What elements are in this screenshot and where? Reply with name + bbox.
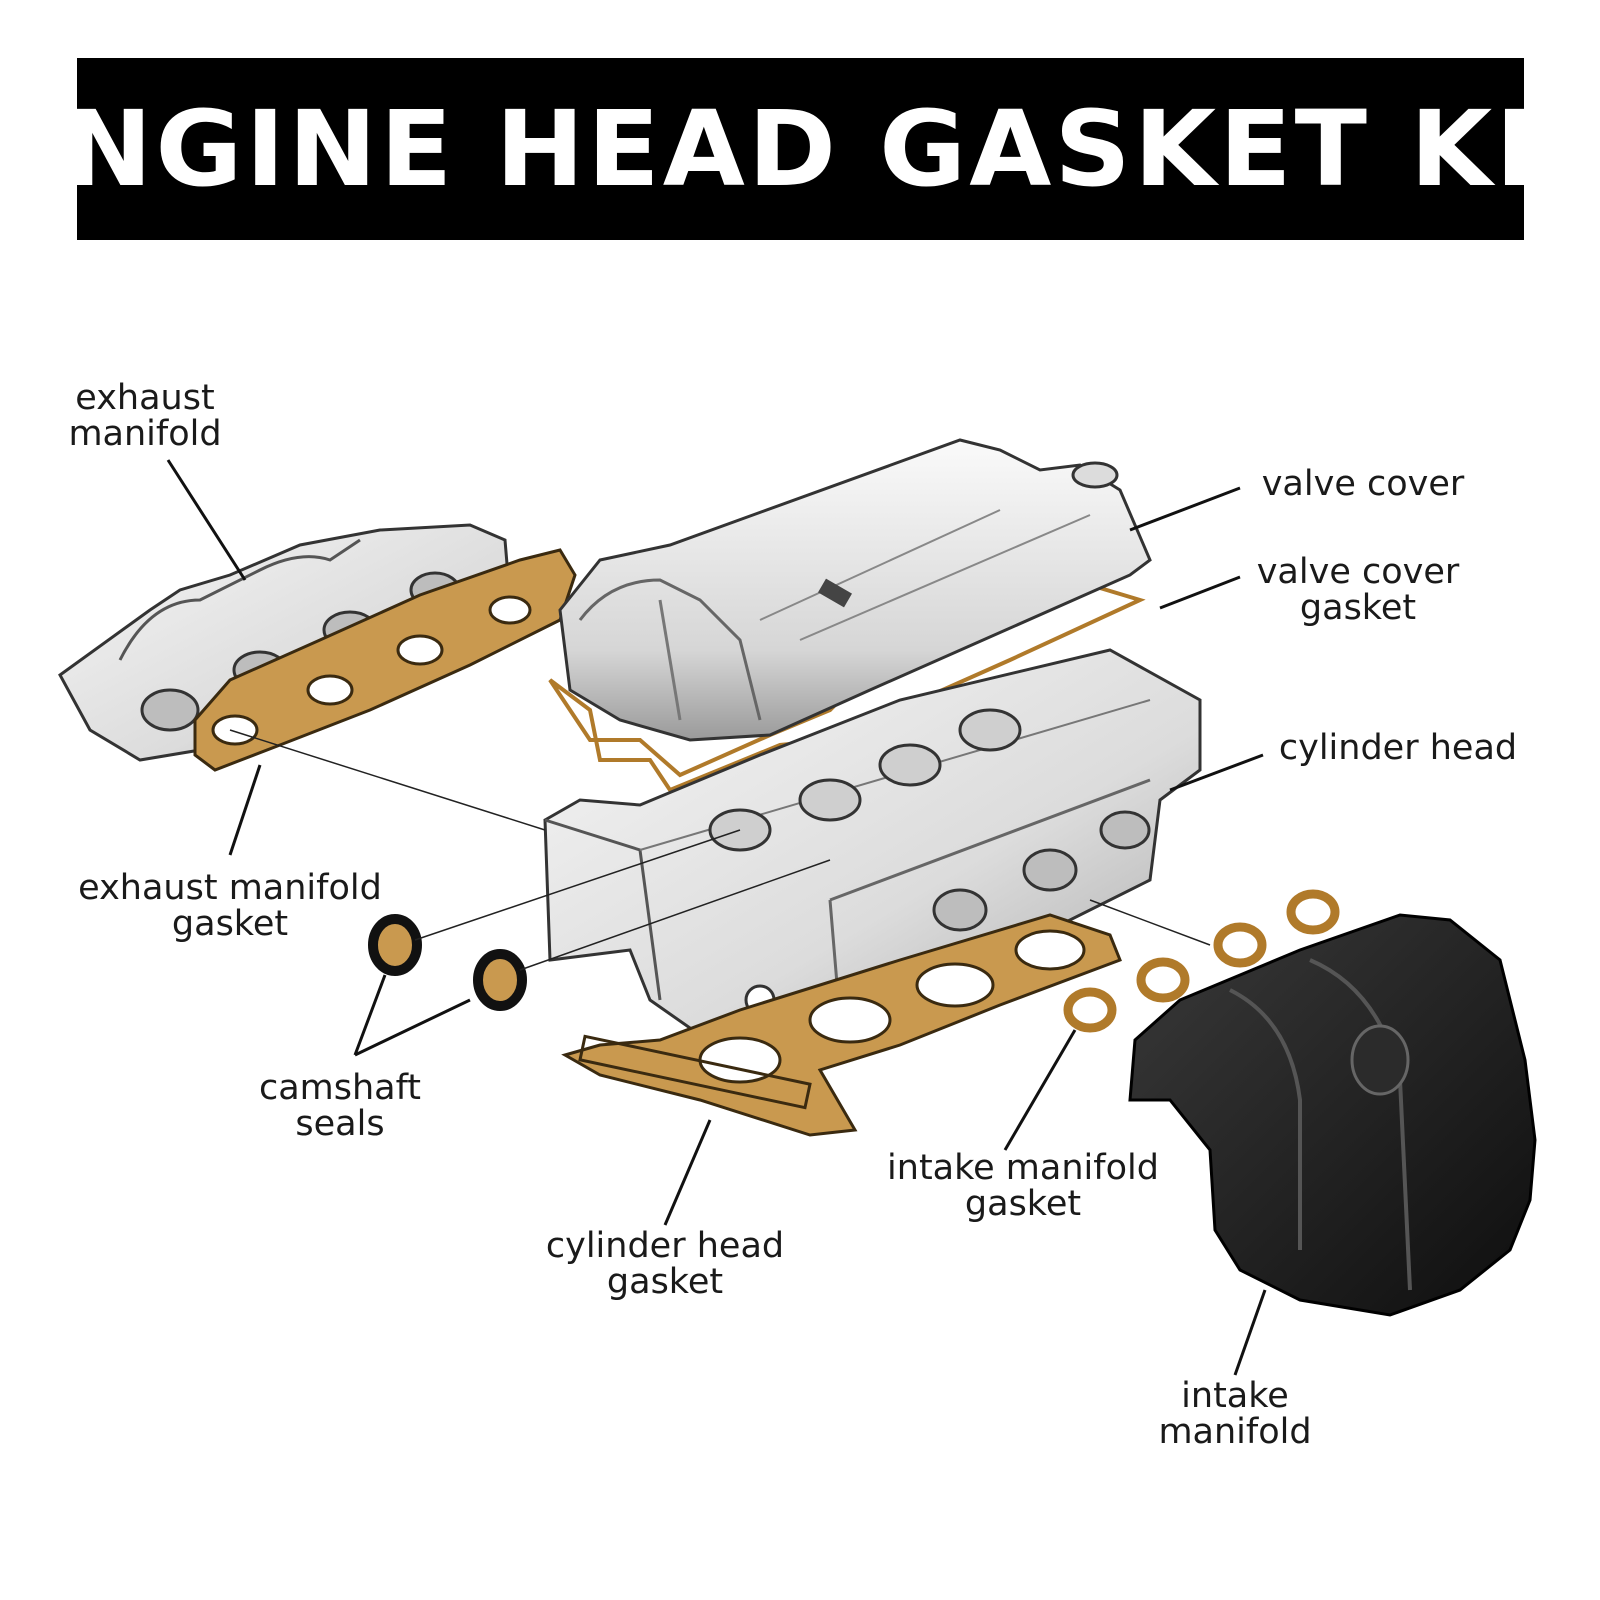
cylinder-head-gasket: [561, 913, 1122, 1137]
intake-manifold: [1128, 913, 1537, 1317]
leader-cylinder-head-gasket: [663, 1119, 712, 1226]
title-banner: ENGINE HEAD GASKET KIT: [0, 58, 1600, 240]
leader-exhaust-manifold: [166, 459, 247, 581]
page-title: ENGINE HEAD GASKET KIT: [0, 88, 1600, 210]
alignment-lines: [229, 729, 1211, 971]
label-exhaust-manifold: exhaust manifold: [68, 378, 222, 454]
valve-cover: [558, 438, 1152, 742]
label-exhaust-manifold-gasket: exhaust manifold gasket: [78, 868, 382, 944]
leader-intake-manifold-gasket: [1003, 1029, 1077, 1151]
exhaust-port: [140, 688, 200, 732]
label-camshaft-seals: camshaft seals: [258, 1068, 422, 1144]
leader-camshaft-seal-1: [353, 974, 387, 1056]
leader-valve-cover-gasket: [1159, 575, 1241, 610]
intake-manifold-gaskets: [1063, 889, 1340, 1033]
leader-lines: [166, 459, 1267, 1376]
label-intake-manifold-gasket: intake manifold gasket: [887, 1148, 1159, 1224]
leader-camshaft-seal-2: [354, 998, 471, 1057]
leader-valve-cover: [1129, 486, 1241, 532]
label-valve-cover: valve cover: [1261, 464, 1465, 504]
label-intake-manifold: intake manifold: [1158, 1376, 1312, 1452]
leader-intake-manifold: [1233, 1289, 1267, 1376]
label-valve-cover-gasket: valve cover gasket: [1256, 552, 1460, 628]
valve-cover-gasket: [548, 582, 1146, 793]
exhaust-manifold-gasket: [193, 548, 577, 772]
leader-exhaust-manifold-gasket: [228, 764, 262, 856]
leader-cylinder-head: [1169, 753, 1264, 792]
label-cylinder-head: cylinder head: [1278, 728, 1518, 768]
label-cylinder-head-gasket: cylinder head gasket: [545, 1226, 785, 1302]
camshaft-seals: [368, 914, 527, 1011]
